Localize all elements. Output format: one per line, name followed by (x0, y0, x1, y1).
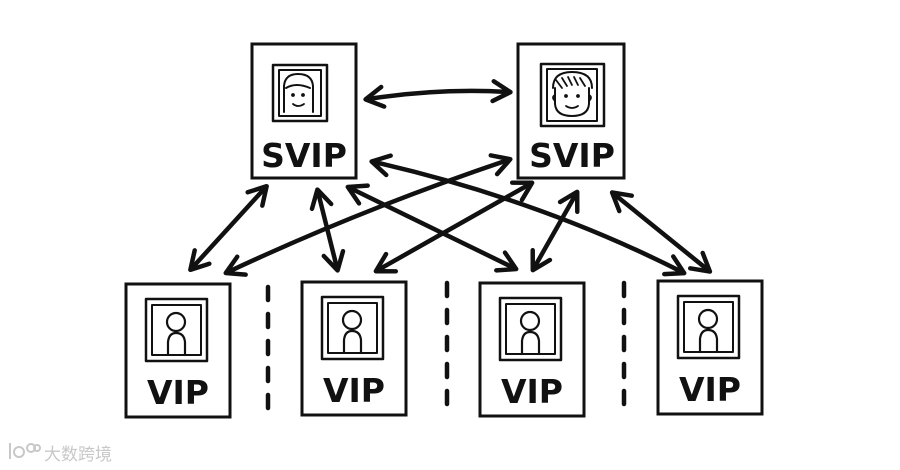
vip-card-2: VIP (300, 280, 408, 417)
arrow-svip1-to-vip3 (345, 183, 519, 273)
svip-card-1: SVIP (250, 42, 358, 180)
vip-label-2: VIP (323, 371, 385, 410)
arrow-svip1-to-vip1 (188, 183, 269, 273)
person-silhouette-icon (144, 297, 209, 363)
arrow-svip2-to-vip4 (609, 190, 713, 274)
face-short-hair-icon (539, 62, 606, 128)
person-silhouette-icon (498, 296, 563, 362)
arrow-svip2-to-vip3 (530, 189, 580, 273)
arrow-svip2-to-vip2 (373, 180, 535, 274)
vip-label-1: VIP (147, 373, 209, 412)
svip-label-2: SVIP (529, 136, 615, 175)
person-silhouette-icon (320, 295, 385, 361)
watermark-text: 大数跨境 (44, 445, 112, 465)
connection-arrows (188, 79, 713, 277)
vip-card-3: VIP (478, 281, 586, 418)
person-silhouette-icon (676, 294, 741, 360)
vip-label-3: VIP (501, 372, 563, 411)
separators (265, 280, 627, 421)
brand-logo-icon (9, 443, 41, 459)
svip-card-2: SVIP (516, 42, 626, 180)
watermark: 大数跨境 (9, 443, 112, 465)
face-long-hair-icon (271, 63, 329, 123)
vip-label-4: VIP (679, 370, 741, 409)
vip-card-1: VIP (124, 282, 232, 419)
svip-label-1: SVIP (261, 136, 347, 175)
vip-card-4: VIP (656, 279, 764, 416)
arrow-svip2-to-vip1 (223, 153, 513, 277)
arrow-svip-to-svip (363, 79, 513, 109)
